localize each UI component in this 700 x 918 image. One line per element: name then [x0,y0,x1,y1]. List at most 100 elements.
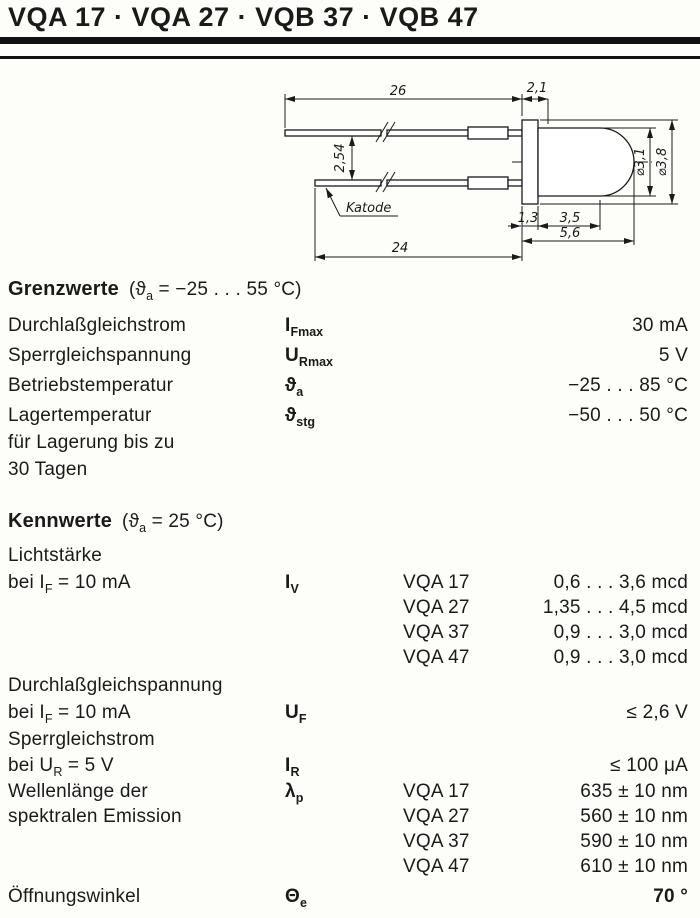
symbol-sub: Rmax [298,354,333,369]
variant-name: VQA 27 [403,597,470,618]
symbol-sub: F [298,711,307,726]
variant-name: VQA 47 [403,856,470,877]
symbol-base: I [285,315,291,336]
spec-value: 70 ° [653,886,688,907]
dim-body-length: 3,5 [538,211,600,229]
dia-3-8-label: ⌀3,8 [655,148,670,177]
variant-value: 560 ± 10 nm [580,806,688,827]
spec-label-line2: für Lagerung bis zu [8,432,175,453]
symbol-sub: V [290,581,299,596]
spec-label-line2: spektralen Emission [8,806,182,827]
spec-value: 30 mA [632,315,688,336]
spec-symbol: IFmax [285,315,323,339]
dim-1-3-label: 1,3 [518,211,539,226]
variant-value: 0,9 . . . 3,0 mcd [553,622,688,643]
spec-symbol: λp [285,781,303,805]
variant-name: VQA 37 [403,831,470,852]
variant-value: 635 ± 10 nm [580,781,688,802]
dim-lead-pitch: 2,54 [333,136,355,180]
condition-sub: a [146,288,154,303]
spec-value: 5 V [658,345,688,366]
symbol-base: I [285,572,291,593]
cathode-lead [314,171,523,193]
symbol-base: Θ [285,886,300,907]
spec-symbol: Θe [285,886,307,910]
spec-label: Sperrgleichspannung [8,345,192,366]
dim-base: 1,3 [508,211,539,229]
dim-5-6-label: 5,6 [560,226,581,241]
dim-dia-lens: ⌀3,1 [602,127,656,197]
variant-value: 0,6 . . . 3,6 mcd [553,572,688,593]
symbol-base: λ [285,781,296,802]
symbol-base: U [285,345,299,366]
spec-symbol: IV [285,572,299,596]
variant-value: 610 ± 10 nm [580,856,688,877]
condition-pre: (ϑ [128,279,147,300]
symbol-sub: p [295,790,304,805]
spec-symbol: ϑstg [285,405,315,429]
dia-3-1-label: ⌀3,1 [633,148,648,177]
label-sub: F [44,711,53,726]
dim-2-1-label: 2,1 [527,81,548,96]
spec-label-line2: bei IF = 10 mA [8,702,131,726]
variant-value: 0,9 . . . 3,0 mcd [553,647,688,668]
symbol-sub: stg [296,414,316,429]
variant-name: VQA 47 [403,647,470,668]
spec-symbol: URmax [285,345,333,369]
grenzwerte-heading: Grenzwerte(ϑa = −25 . . . 55 °C) [8,278,302,303]
led-body [521,119,635,205]
spec-label: Wellenlänge der [8,781,148,802]
spec-label: Lagertemperatur [8,405,152,426]
spec-symbol: ϑa [285,375,303,399]
symbol-sub: R [290,764,300,779]
led-dome [537,127,635,197]
dim-26-label: 26 [390,84,407,99]
grenzwerte-condition: (ϑa = −25 . . . 55 °C) [128,279,302,303]
symbol-base: ϑ [285,375,297,396]
variant-value: 590 ± 10 nm [580,831,688,852]
dim-24-label: 24 [392,241,409,256]
label-pre: bei I [8,572,45,593]
spec-value: ≤ 2,6 V [626,702,688,723]
led-flange [521,119,539,205]
dim-dia-flange: ⌀3,8 [540,119,678,205]
symbol-base: U [285,702,299,723]
spec-label: Sperrgleichstrom [8,729,155,750]
condition-post: = 25 °C) [146,511,224,532]
spec-label: Öffnungswinkel [8,886,141,907]
label-pre: bei I [8,702,45,723]
dim-lead-bottom: 24 [315,241,522,260]
label-post: = 5 V [62,755,114,776]
dim-flange-width: 2,1 [522,81,549,124]
dim-2-54-label: 2,54 [333,144,348,173]
symbol-sub: a [296,384,304,399]
spec-symbol: IR [285,755,300,779]
spec-label-line2: bei UR = 5 V [8,755,114,779]
spec-value: ≤ 100 μA [610,755,688,776]
condition-sub: a [139,520,147,535]
kennwerte-heading: Kennwerte (ϑa = 25 °C) [8,510,224,535]
dim-3-5-label: 3,5 [560,211,581,226]
title-rule-thick [0,37,700,44]
kennwerte-condition: (ϑa = 25 °C) [122,511,224,535]
spec-label: Betriebstemperatur [8,375,174,396]
dim-total-length: 5,6 [522,226,634,244]
anode-lead [284,121,523,143]
title-rule-thin [0,56,700,59]
symbol-base: ϑ [285,405,297,426]
spec-label-line3: 30 Tagen [8,459,88,480]
label-post: = 10 mA [52,702,131,723]
kennwerte-title: Kennwerte [8,510,113,532]
spec-label-line2: bei IF = 10 mA [8,572,131,596]
symbol-sub: Fmax [290,324,324,339]
symbol-base: I [285,755,291,776]
label-pre: bei U [8,755,54,776]
spec-value: −50 . . . 50 °C [568,405,688,426]
led-dimension-drawing: 26 2,1 2,54 Katode ⌀3,1 [284,81,678,261]
cathode-callout: Katode [325,187,398,217]
spec-label: Lichtstärke [8,545,103,566]
variant-value: 1,35 . . . 4,5 mcd [542,597,688,618]
page-title: VQA 17 · VQA 27 · VQB 37 · VQB 47 [8,2,479,32]
spec-label: Durchlaßgleichspannung [8,675,223,696]
symbol-sub: e [299,895,307,910]
